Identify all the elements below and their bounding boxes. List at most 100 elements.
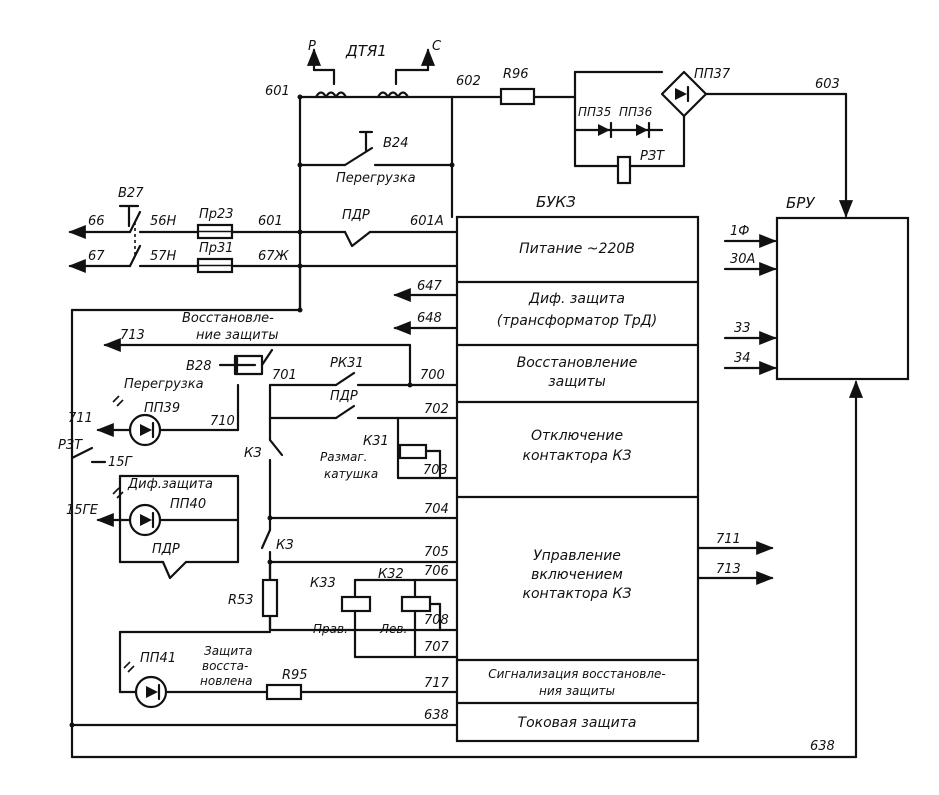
wire-label-702: 702: [424, 402, 449, 417]
dtia1-label: ДТЯ1: [345, 42, 387, 60]
protection-restored-line1: Защита: [204, 644, 253, 658]
magnet-coil-line1: Размаг.: [320, 450, 368, 464]
rzt-left-contact: [70, 446, 94, 460]
wire-label-57n: 57Н: [150, 249, 177, 264]
section-signal-line1: Сигнализация восстановле-: [488, 667, 665, 681]
wire-label-601-mid: 601: [258, 214, 283, 229]
kz-control: 705 R53 706 К33 Прав. К32 Лев. 708 707: [228, 545, 459, 659]
bukz-title: БУКЗ: [536, 193, 576, 211]
wire-label-33: 33: [734, 321, 751, 336]
overload-label-top: Перегрузка: [336, 171, 416, 186]
pdr-mid-label: ПДР: [330, 389, 358, 404]
wire-label-601-top: 601: [265, 84, 290, 99]
wire-label-708: 708: [424, 613, 449, 628]
pdr-top-contact: [343, 230, 372, 248]
bru-title: БРУ: [786, 194, 815, 212]
v24-contact: [343, 146, 374, 167]
r96-label: R96: [503, 67, 529, 82]
k32-coil: [400, 595, 432, 613]
wire-label-603: 603: [815, 77, 840, 92]
pp35-label: ПП35: [578, 105, 611, 119]
pdr-top-label: ПДР: [342, 208, 370, 223]
section-ctrl-line3: контактора КЗ: [523, 586, 632, 602]
wire-label-647: 647: [417, 279, 443, 294]
section-restore-line1: Восстановление: [517, 355, 638, 371]
wire-label-56n: 56Н: [150, 214, 177, 229]
junction: [69, 722, 75, 728]
pp39-glow-icon: [112, 395, 124, 407]
pp36-label: ПП36: [619, 105, 653, 119]
diff-outputs: 647 648: [393, 279, 459, 336]
section-ctrl-line1: Управление: [533, 548, 621, 564]
wire-label-15ge: 15ГЕ: [66, 503, 99, 518]
pdr-left-contact: [161, 560, 188, 580]
pp41-diode: [146, 686, 158, 698]
section-off-line1: Отключение: [531, 428, 623, 444]
pp37-label: ПП37: [694, 67, 731, 82]
wire-label-710: 710: [210, 414, 235, 429]
pp39-diode: [140, 424, 152, 436]
r95-resistor: [265, 683, 303, 701]
wire-label-66: 66: [88, 214, 105, 229]
wire-label-705: 705: [424, 545, 449, 560]
r96-resistor: [499, 87, 536, 106]
dtia1-winding-right: [376, 91, 410, 99]
protection-restored-line2: восста-: [202, 659, 248, 673]
v28-label: В28: [186, 359, 211, 374]
wire-label-1f: 1Ф: [730, 224, 749, 239]
rzt-label-top: РЗТ: [640, 149, 665, 164]
v28-contact: [260, 348, 274, 367]
rzt-left-label: РЗТ: [58, 438, 83, 453]
p-label: Р: [308, 39, 316, 54]
prav-label: Прав.: [313, 622, 348, 636]
kz-b-contact: [260, 528, 272, 550]
pp40-diode: [140, 514, 152, 526]
pp41-signal: R95 717 ПП41 Защита восста- новлена 638: [69, 630, 459, 728]
overload-label-mid: Перегрузка: [124, 377, 204, 392]
r53-resistor: [261, 578, 279, 618]
top-section: ДТЯ1 Р С 601 602 R96 ПП35 ПП36 ПП37 РЗТ …: [265, 39, 854, 219]
bru-outline: [775, 216, 910, 381]
v27-actuator: [118, 204, 140, 228]
pp41-glow-icon: [123, 661, 135, 673]
section-current-protection: Токовая защита: [518, 715, 637, 731]
v24-label: В24: [383, 136, 408, 151]
protection-restored-line3: новлена: [200, 674, 253, 688]
dtia1-winding-left: [314, 91, 348, 99]
junction: [297, 263, 303, 269]
restore-protection-line1: Восстановле-: [182, 311, 274, 326]
pp39-label: ПП39: [144, 401, 180, 416]
junction: [297, 307, 303, 313]
restore-protection-line2: ние защиты: [196, 328, 279, 343]
wire-label-703: 703: [423, 463, 448, 478]
kz-b-label: КЗ: [276, 538, 294, 553]
supply-inputs: 66 67 В27 56Н 57Н Пр23 Пр31 601 ПДР 601А…: [68, 186, 459, 274]
junction: [449, 162, 455, 168]
r53-label: R53: [228, 593, 254, 608]
wire-label-602: 602: [456, 74, 481, 89]
bukz-block: БУКЗ Питание ~220В Диф. защита (трансфор…: [455, 193, 700, 743]
v28-actuator: [218, 356, 257, 374]
pp40-glow-icon: [112, 487, 124, 499]
v27-label: В27: [118, 186, 144, 201]
wire-label-701: 701: [272, 368, 297, 383]
wire-label-706: 706: [424, 564, 449, 579]
pp36-diode: [636, 124, 648, 136]
section-diff-line2: (трансформатор ТрД): [497, 313, 657, 329]
right-outputs: 711 713 1Ф 30А 33 34: [696, 224, 777, 586]
k33-label: К33: [310, 576, 336, 591]
r95-label: R95: [282, 668, 308, 683]
section-ctrl-line2: включением: [531, 567, 623, 583]
wire-label-638-bottom: 638: [810, 739, 835, 754]
wire-label-30a: 30А: [730, 252, 755, 267]
wire-label-15g: 15Г: [108, 455, 134, 470]
section-power: Питание ~220В: [519, 241, 635, 257]
k31-label: К31: [363, 434, 389, 449]
v24-switch-group: В24 Перегрузка: [297, 94, 455, 312]
wire-label-601a: 601А: [410, 214, 444, 229]
pp40-label: ПП40: [170, 497, 206, 512]
lev-label: Лев.: [379, 622, 407, 636]
pdr-left-label: ПДР: [152, 542, 180, 557]
